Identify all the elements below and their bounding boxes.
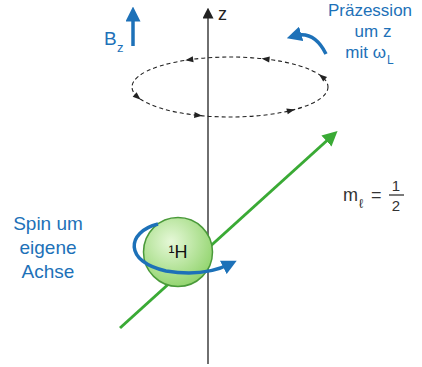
fraction-denominator: 2 <box>392 198 400 213</box>
precession-text: um z <box>355 23 392 40</box>
orbit-arrowhead <box>319 74 327 81</box>
atom-label: ¹H <box>169 243 188 261</box>
orbit-arrowhead <box>262 57 270 63</box>
orbit-arrowhead <box>194 112 202 118</box>
orbit-arrowheads <box>133 56 327 118</box>
fraction-bar <box>389 194 404 195</box>
field-symbol: B <box>104 29 117 48</box>
quantum-subscript: ℓ <box>359 197 363 210</box>
spin-text: Spin um eigene Achse <box>8 212 88 283</box>
axis-label: z <box>218 5 227 23</box>
precession-text: Präzession <box>328 2 412 19</box>
field-arrow <box>131 14 135 46</box>
orbit-arrowhead <box>185 56 193 62</box>
z-axis <box>207 12 208 364</box>
spin-vector <box>120 136 332 328</box>
field-subscript: z <box>117 41 124 54</box>
sphere-outline <box>144 218 213 287</box>
quantum-number: m <box>343 186 358 204</box>
precession-orbit <box>132 57 328 117</box>
fraction-numerator: 1 <box>392 178 400 193</box>
precession-text: mit ω <box>345 44 386 61</box>
orbit-arrowhead <box>133 92 141 99</box>
orbit-arrowhead <box>286 109 294 115</box>
equals-sign: = <box>371 186 382 204</box>
precession-arrow <box>294 35 326 54</box>
precession-subscript: L <box>387 54 394 66</box>
spin-arrow <box>134 224 230 273</box>
